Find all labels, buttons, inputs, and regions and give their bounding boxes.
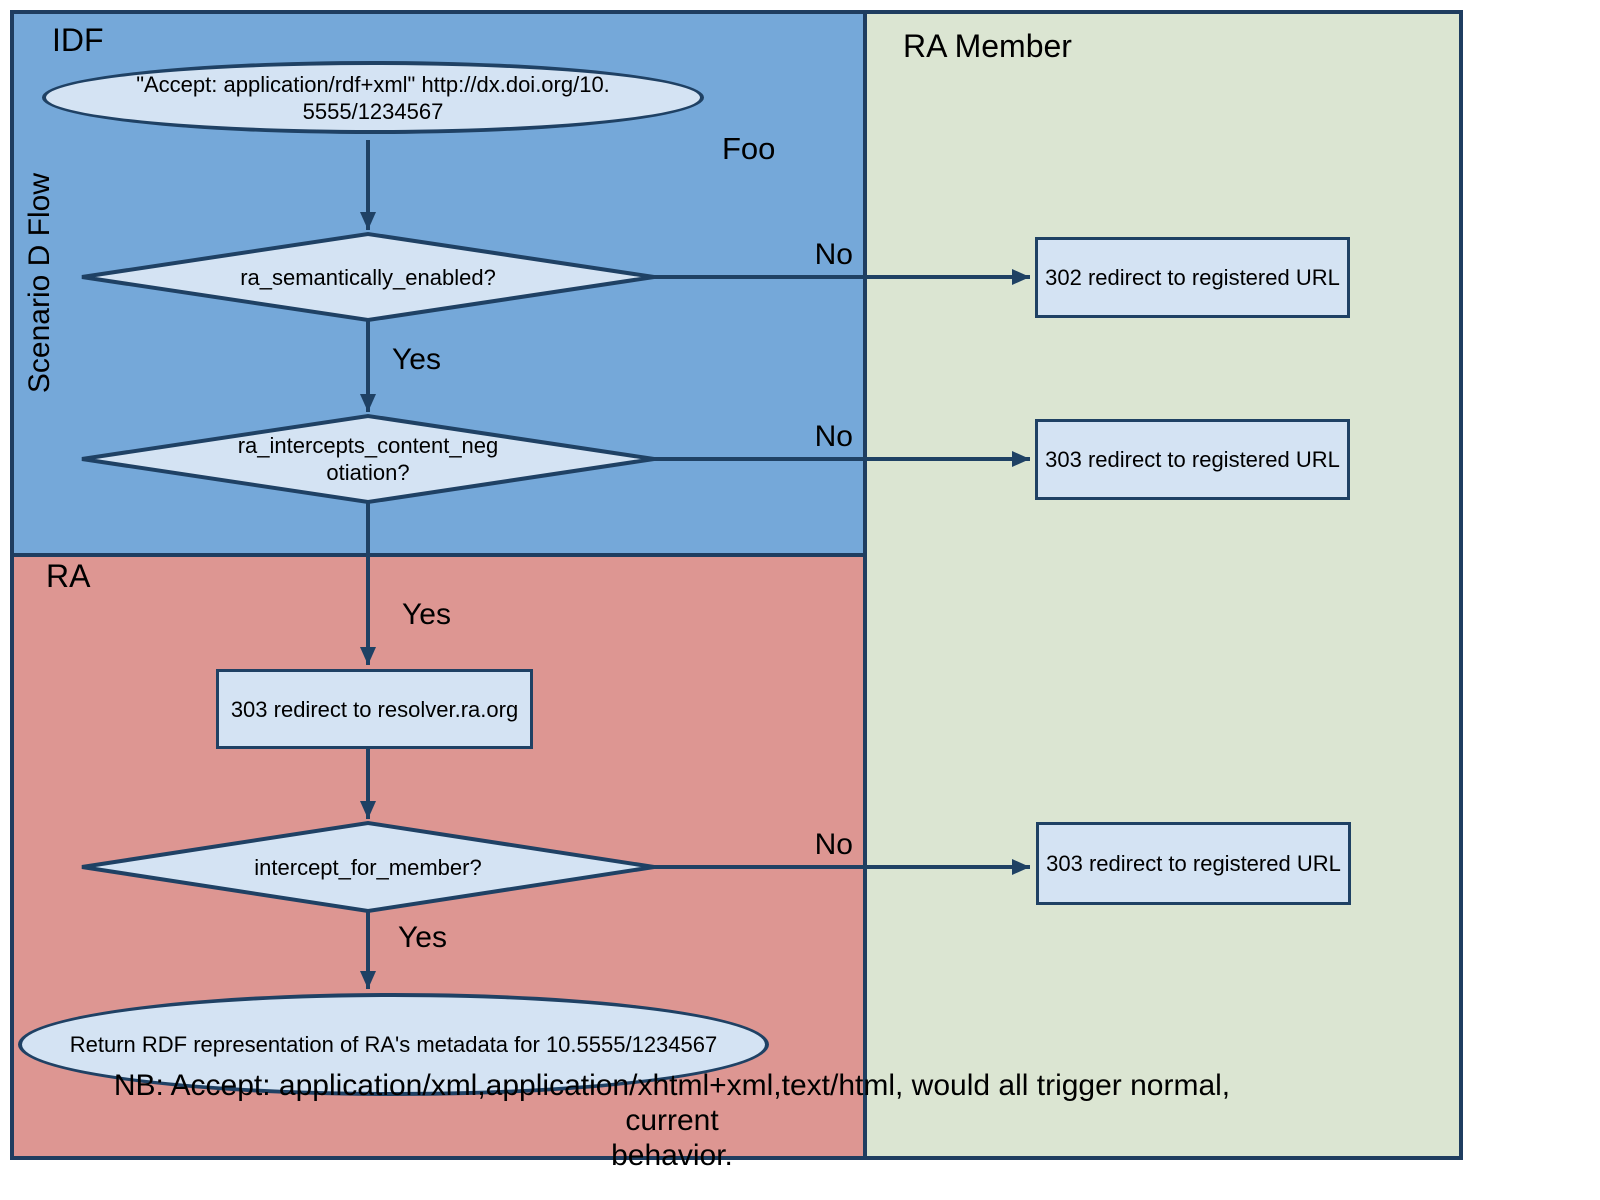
edge-label-no-1: No: [814, 238, 853, 271]
process-303-redirect-bottom: 303 redirect to registered URL: [1036, 822, 1351, 905]
process-302-text: 302 redirect to registered URL: [1045, 265, 1340, 290]
process-resolver-text: 303 redirect to resolver.ra.org: [230, 696, 519, 722]
edge-label-yes-1: Yes: [392, 343, 441, 376]
start-terminator: "Accept: application/rdf+xml" http://dx.…: [42, 61, 704, 134]
decision-intercepts-conneg-label: ra_intercepts_content_neg otiation?: [168, 421, 568, 497]
edge-label-no-3: No: [814, 828, 853, 861]
process-302-redirect: 302 redirect to registered URL: [1035, 237, 1350, 318]
edge-label-yes-2: Yes: [402, 598, 451, 631]
nb-note-line1: NB: Accept: application/xml,application/…: [113, 1069, 1231, 1137]
lane-label-ra: RA: [46, 558, 91, 594]
flow-title-text: Scenario D Flow: [23, 172, 56, 394]
decision-intercepts-conneg-line2: otiation?: [326, 460, 410, 485]
start-text-line1: "Accept: application/rdf+xml" http://dx.…: [136, 71, 610, 97]
process-303-bottom-text: 303 redirect to registered URL: [1046, 851, 1341, 876]
edge-label-no-2: No: [814, 420, 853, 453]
lane-ra-member: [863, 10, 1463, 1160]
lane-label-idf: IDF: [52, 22, 104, 58]
process-303-resolver: 303 redirect to resolver.ra.org: [216, 669, 533, 749]
edge-label-yes-3: Yes: [398, 921, 447, 954]
decision-intercept-for-member-text: intercept_for_member?: [254, 854, 482, 880]
decision-intercept-for-member-label: intercept_for_member?: [168, 830, 568, 904]
decision-semantically-enabled-text: ra_semantically_enabled?: [240, 264, 496, 290]
lane-label-ra-member: RA Member: [903, 28, 1072, 64]
decision-intercepts-conneg-line1: ra_intercepts_content_neg: [237, 433, 499, 458]
annotation-foo: Foo: [722, 131, 776, 166]
process-303-redirect-mid: 303 redirect to registered URL: [1035, 419, 1350, 500]
nb-note-line2: behavior.: [611, 1139, 733, 1172]
decision-semantically-enabled-label: ra_semantically_enabled?: [168, 240, 568, 314]
process-303-mid-text: 303 redirect to registered URL: [1045, 447, 1340, 472]
flow-title-vertical: Scenario D Flow: [18, 163, 62, 403]
return-terminator: Return RDF representation of RA's metada…: [18, 993, 769, 1096]
nb-note: NB: Accept: application/xml,application/…: [112, 1068, 1232, 1173]
start-text-line2: 5555/1234567: [302, 98, 444, 124]
return-text: Return RDF representation of RA's metada…: [69, 1032, 718, 1057]
